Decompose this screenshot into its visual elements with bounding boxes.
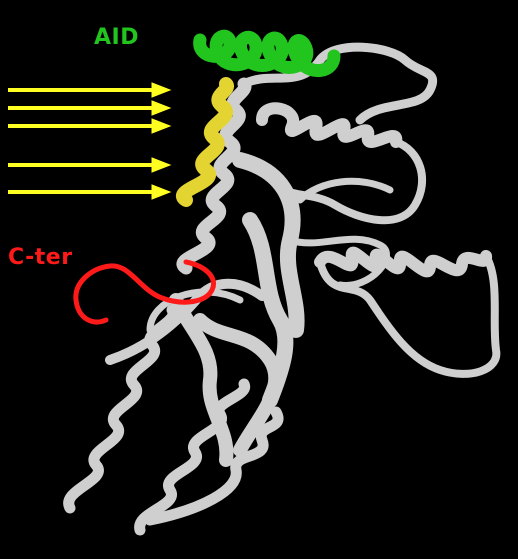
right-loop (320, 256, 496, 374)
arrow-2 (8, 101, 170, 115)
arrow-3 (8, 119, 170, 133)
arrow-5 (8, 185, 170, 199)
c-terminus-label: C-ter (8, 247, 73, 269)
right-helix (320, 253, 486, 272)
arrow-1 (8, 83, 170, 97)
arrow-group (8, 83, 170, 199)
arrow-4 (8, 158, 170, 172)
aid-label: AID (94, 27, 139, 49)
protein-backbone (69, 47, 497, 530)
aid-helix (200, 36, 334, 70)
